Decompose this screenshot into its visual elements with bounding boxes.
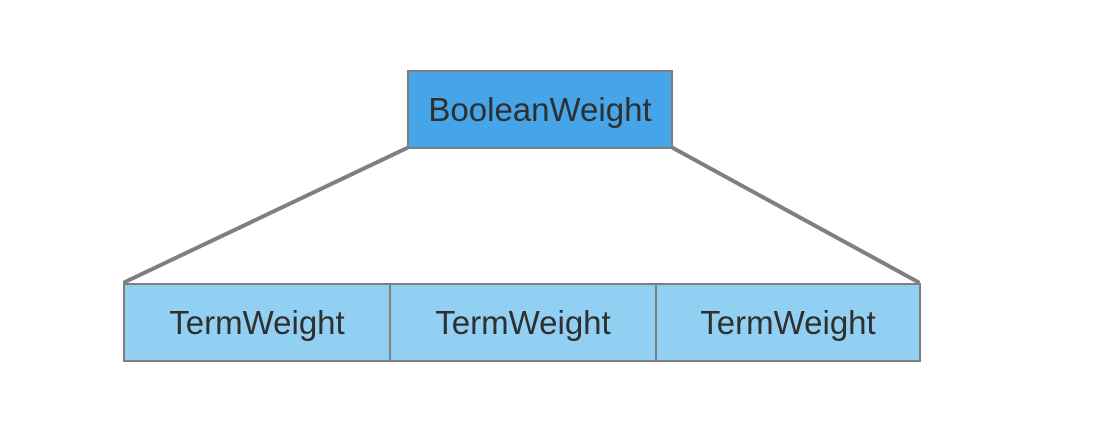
term-weight-label-3: TermWeight: [700, 303, 876, 341]
right-connector-line: [671, 146, 920, 284]
boolean-weight-node: BooleanWeight: [407, 70, 673, 149]
left-connector-line: [123, 146, 409, 284]
term-weight-label-1: TermWeight: [169, 303, 345, 341]
term-weight-node-1: TermWeight: [123, 283, 391, 362]
term-weight-node-3: TermWeight: [655, 283, 921, 362]
boolean-weight-label: BooleanWeight: [428, 90, 652, 128]
term-weight-node-2: TermWeight: [389, 283, 657, 362]
term-weight-label-2: TermWeight: [435, 303, 611, 341]
